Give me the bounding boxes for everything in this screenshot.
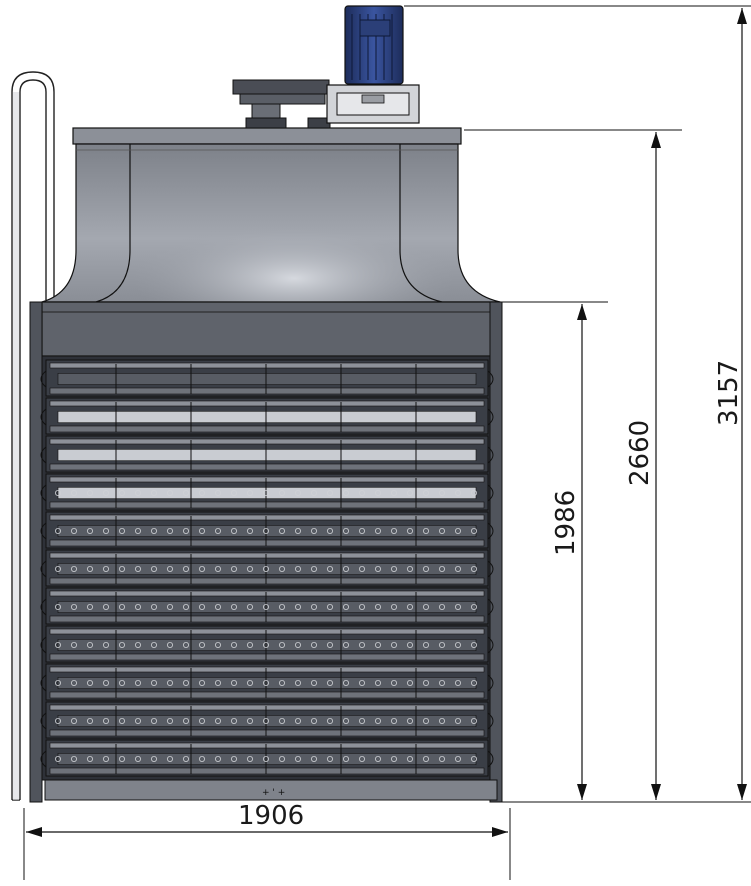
- dimension-width: 1906: [23, 801, 511, 880]
- shelf: [45, 701, 489, 739]
- shelf: [45, 397, 489, 435]
- shelf-hook-right: [487, 636, 494, 654]
- shelf-hook-left: [40, 750, 47, 768]
- shelf: [45, 739, 489, 777]
- shelf-hook-right: [487, 522, 494, 540]
- dimension-overall-height: 3157: [404, 5, 751, 800]
- overall-height-label: 3157: [714, 360, 744, 426]
- dimension-hood-height: 2660: [464, 129, 682, 800]
- shelf-hook-right: [487, 484, 494, 502]
- frame-height-label: 1986: [551, 490, 581, 556]
- shelf: [45, 511, 489, 549]
- shelf: [45, 359, 489, 397]
- shelf-hook-right: [487, 674, 494, 692]
- shelf-hook-left: [40, 712, 47, 730]
- shelf-hook-left: [40, 484, 47, 502]
- shelf-hook-right: [487, 408, 494, 426]
- shelf-hook-left: [40, 674, 47, 692]
- shelf-hook-left: [40, 446, 47, 464]
- shelf: [45, 587, 489, 625]
- shelf-hook-right: [487, 712, 494, 730]
- svg-text:+ ' +: + ' +: [262, 788, 285, 798]
- shelf-hook-right: [487, 750, 494, 768]
- fill-shelves: [40, 359, 494, 777]
- shelf-hook-left: [40, 560, 47, 578]
- hood: [41, 127, 501, 303]
- shelf-hook-left: [40, 522, 47, 540]
- shelf-hook-right: [487, 560, 494, 578]
- width-label: 1906: [238, 801, 304, 831]
- shelf-hook-right: [487, 370, 494, 388]
- shelf: [45, 663, 489, 701]
- shelf: [45, 473, 489, 511]
- shelf-hook-right: [487, 598, 494, 616]
- drive-assembly: [232, 79, 420, 129]
- motor-icon: [344, 5, 404, 85]
- shelf-hook-left: [40, 370, 47, 388]
- shelf-hook-left: [40, 408, 47, 426]
- shelf: [45, 549, 489, 587]
- handrail-pipe: [11, 71, 55, 801]
- shelf: [45, 435, 489, 473]
- hood-height-label: 2660: [625, 420, 655, 486]
- shelf: [45, 625, 489, 663]
- shelf-hook-left: [40, 636, 47, 654]
- shelf-hook-left: [40, 598, 47, 616]
- shelf-hook-right: [487, 446, 494, 464]
- dimension-frame-height: 1986: [502, 301, 751, 803]
